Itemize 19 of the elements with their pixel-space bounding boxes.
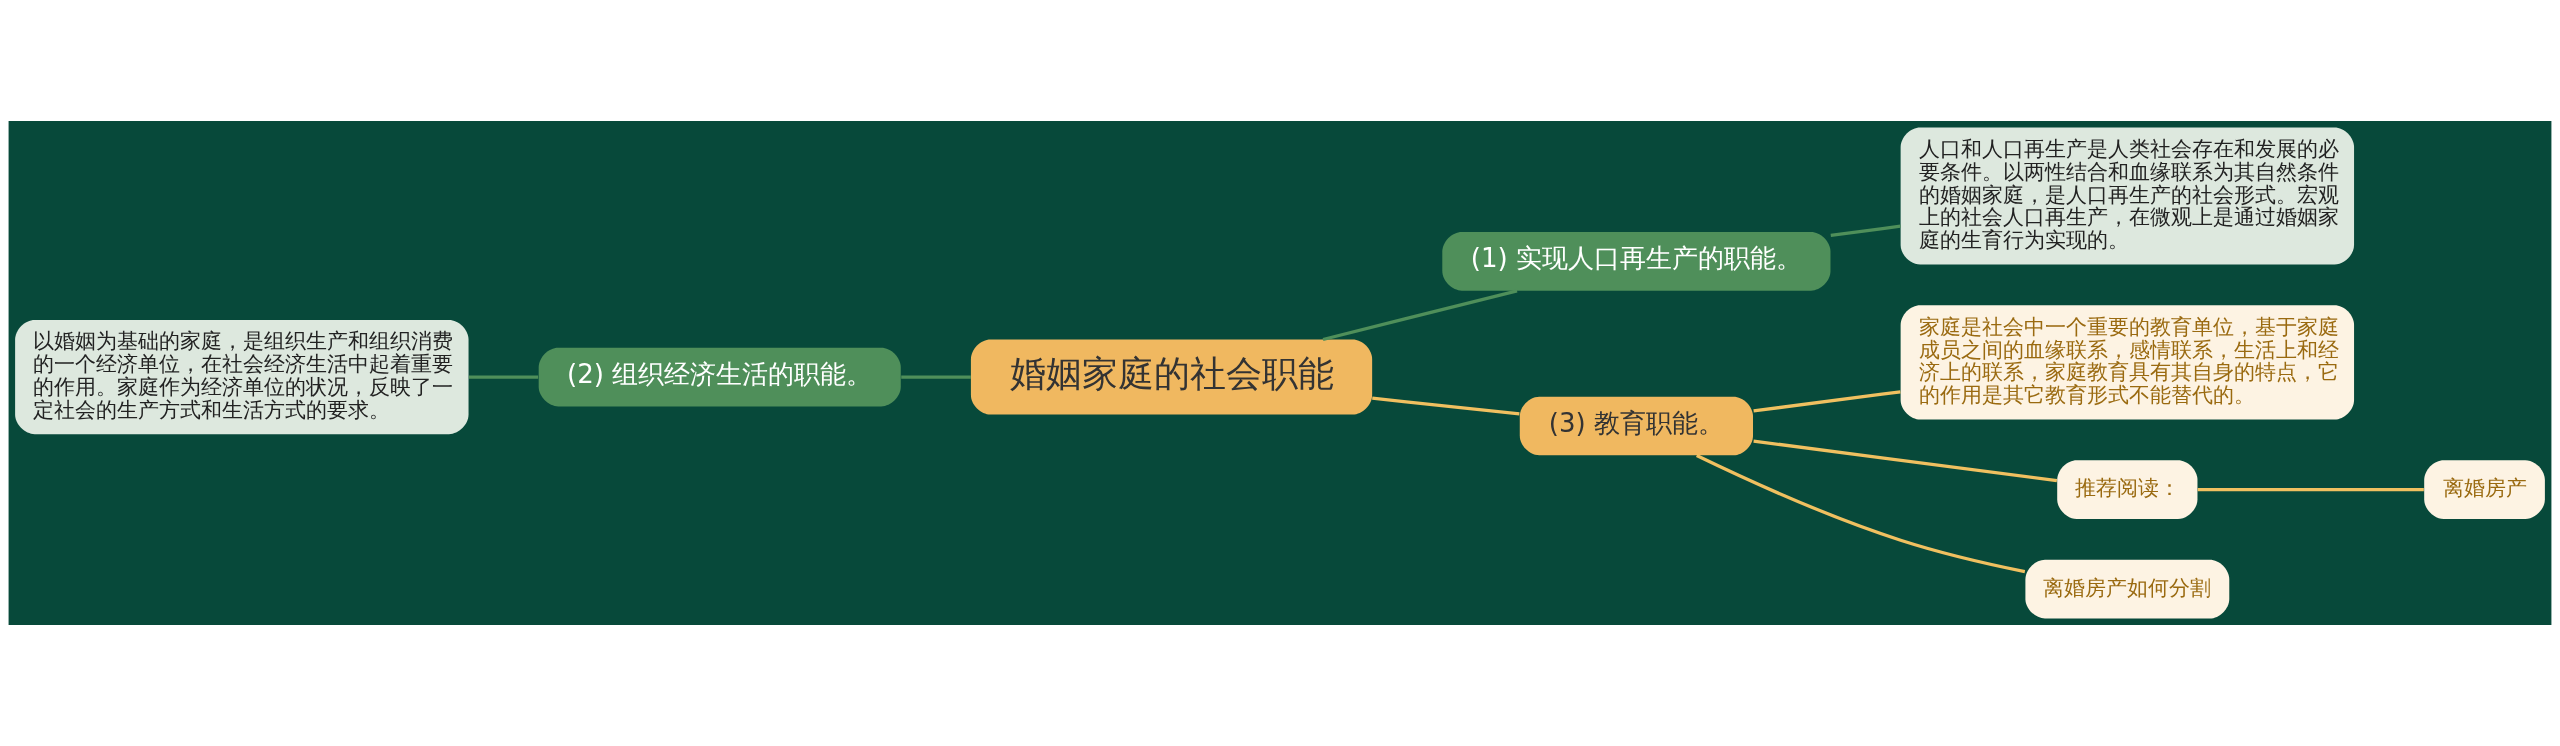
connector bbox=[1830, 224, 1901, 238]
node-box: 以婚姻为基础的家庭，是组织生产和组织消费的一个经济单位，在社会经济生活中起着重要的作用。家庭作为经济单位的状况，反映了一定社会的生产方式和生活方式的要求。 bbox=[15, 320, 469, 435]
node-box: (2) 组织经济生活的职能。 bbox=[538, 347, 901, 407]
connector bbox=[2197, 488, 2424, 492]
node-box: 家庭是社会中一个重要的教育单位，基于家庭成员之间的血缘联系，感情联系，生活上和经济上的联系，家庭教育具有其自身的特点，它的作用是其它教育形式不能替代的。 bbox=[1900, 305, 2355, 420]
node-box: (3) 教育职能。 bbox=[1519, 396, 1753, 456]
node-box: 离婚房产 bbox=[2424, 460, 2545, 519]
connector bbox=[1753, 390, 1901, 413]
connector bbox=[1753, 439, 2058, 483]
connector bbox=[468, 375, 539, 379]
connector bbox=[901, 375, 971, 379]
node-box: 婚姻家庭的社会职能 bbox=[970, 339, 1373, 415]
connector bbox=[1696, 454, 2026, 574]
node-box: 推荐阅读： bbox=[2057, 460, 2198, 519]
node-box: (1) 实现人口再生产的职能。 bbox=[1442, 231, 1831, 291]
connector bbox=[1372, 396, 1520, 416]
node-box: 人口和人口再生产是人类社会存在和发展的必要条件。以两性结合和血缘联系为其自然条件的婚姻家庭，是人口再生产的社会形式。宏观上的社会人口再生产，在微观上是通过婚姻家庭的生育行为实现的。 bbox=[1900, 127, 2355, 265]
connector bbox=[1322, 289, 1518, 342]
node-box: 离婚房产如何分割 bbox=[2025, 559, 2230, 619]
